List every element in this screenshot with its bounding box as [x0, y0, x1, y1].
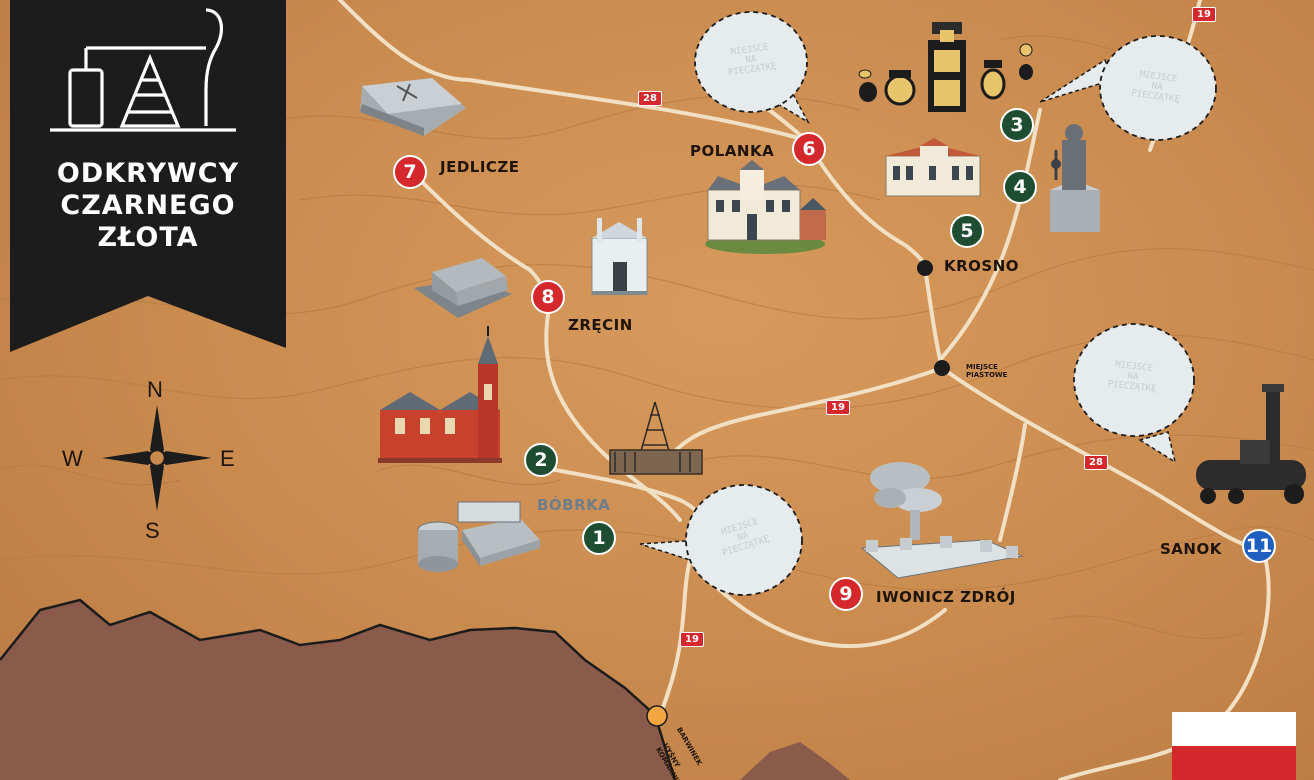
well-icon — [417, 501, 540, 572]
miejsce-piastowe-line-1: MIEJSCE — [966, 363, 998, 371]
steam-engine-icon — [1196, 384, 1306, 504]
oil-lamps-icon — [858, 22, 1033, 112]
banner-title-line-2: CZARNEGO — [60, 190, 236, 221]
oil-pumpjack-icon — [50, 8, 236, 132]
place-label-sanok: SANOK — [1160, 540, 1222, 558]
marker-2[interactable]: 2 — [524, 443, 558, 477]
marker-1[interactable]: 1 — [582, 521, 616, 555]
stamp-bubble-bobrka[interactable] — [685, 484, 803, 596]
road-badge-19-center: 19 — [826, 400, 850, 415]
road-badge-28-north: 28 — [638, 91, 662, 106]
miejsce-piastowe-city-dot — [934, 360, 950, 376]
compass-west-label: W — [62, 446, 83, 471]
stamp-bubble-polanka[interactable] — [694, 11, 808, 113]
place-label-jedlicze: JEDLICZE — [440, 158, 520, 176]
marker-7[interactable]: 7 — [393, 155, 427, 189]
marker-4[interactable]: 4 — [1003, 170, 1037, 204]
place-label-bobrka: BÓBRKA — [537, 496, 611, 514]
road-badge-28-east: 28 — [1084, 455, 1108, 470]
stamp-bubble-krosno[interactable] — [1099, 35, 1217, 141]
church-icon — [378, 326, 502, 463]
compass-south-label: S — [145, 518, 160, 543]
banner-title-line-3: ZŁOTA — [97, 222, 199, 253]
mountain-border-area — [0, 600, 675, 780]
miejsce-piastowe-line-2: PIASTOWE — [966, 371, 1008, 379]
compass-north-label: N — [147, 377, 163, 402]
road-badge-19-top: 19 — [1192, 7, 1216, 22]
bubble-tail-sanok — [1138, 431, 1177, 464]
chapel-icon — [591, 218, 648, 295]
place-label-zrecin: ZRĘCIN — [568, 316, 633, 334]
place-label-iwonicz-zdroj: IWONICZ ZDRÓJ — [876, 588, 1016, 606]
road-badge-19-south: 19 — [680, 632, 704, 647]
stamp-bubble-sanok[interactable] — [1073, 323, 1195, 437]
manor-icon — [705, 160, 826, 254]
marker-11[interactable]: 11 — [1242, 529, 1276, 563]
marker-3[interactable]: 3 — [1000, 108, 1034, 142]
sarcophagus-icon — [414, 258, 512, 318]
place-label-krosno: KROSNO — [944, 257, 1020, 275]
place-label-miejsce-piastowe: MIEJSCE PIASTOWE — [966, 363, 1007, 379]
krosno-city-dot — [917, 260, 933, 276]
polish-flag-icon — [1172, 712, 1296, 780]
place-label-polanka: POLANKA — [690, 142, 775, 160]
tombstone-icon — [360, 78, 466, 136]
oil-derrick-icon — [609, 401, 703, 475]
banner-title-line-1: ODKRYWCY — [56, 158, 240, 189]
mountain-border-area-right — [740, 742, 850, 780]
marker-5[interactable]: 5 — [950, 214, 984, 248]
border-crossing-dot — [646, 705, 668, 727]
compass-rose-icon — [102, 405, 212, 511]
museum-building-icon — [885, 138, 981, 197]
border-line — [0, 598, 677, 780]
compass-east-label: E — [220, 446, 235, 471]
statue-icon — [1050, 124, 1100, 232]
marker-9[interactable]: 9 — [829, 577, 863, 611]
fountain-geyser-icon — [860, 462, 1024, 579]
marker-8[interactable]: 8 — [531, 280, 565, 314]
marker-6[interactable]: 6 — [792, 132, 826, 166]
title-banner — [10, 0, 286, 352]
